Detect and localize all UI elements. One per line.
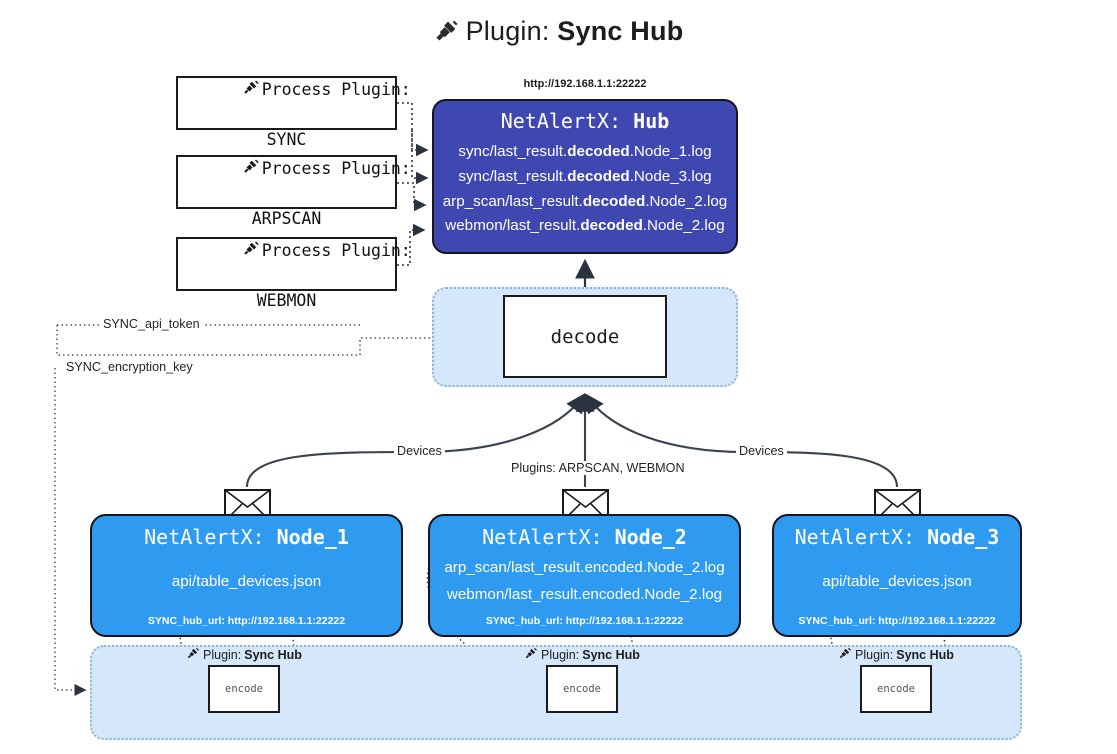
encode-box-3[interactable]: encode <box>860 665 932 713</box>
process-plugin-arpscan[interactable]: Process Plugin: ARPSCAN <box>176 155 411 228</box>
plug-icon <box>838 646 852 663</box>
plug-icon <box>162 132 259 207</box>
encoder-2-plugin-label: Plugin:Sync Hub <box>524 646 640 663</box>
process-plugin-sync-line1: Process Plugin: <box>261 80 411 100</box>
devices-right-label: Devices <box>736 444 787 458</box>
sync-api-token-label: SYNC_api_token <box>100 317 203 331</box>
title-name: Sync Hub <box>557 16 684 46</box>
process-plugin-webmon[interactable]: Process Plugin: WEBMON <box>176 237 411 310</box>
node-3-title: NetAlertX: Node_3 <box>794 525 1000 549</box>
sync-encryption-key-label: SYNC_encryption_key <box>63 360 196 374</box>
hub-card[interactable]: NetAlertX: Hub sync/last_result.decoded.… <box>432 99 738 254</box>
process-plugin-sync-line2: SYNC <box>266 130 307 150</box>
title-prefix: Plugin: <box>465 16 550 46</box>
node-card-node-2[interactable]: NetAlertX: Node_2 arp_scan/last_result.e… <box>428 514 741 637</box>
plug-icon <box>434 17 460 50</box>
devices-left-label: Devices <box>394 444 445 458</box>
node-1-line-1: api/table_devices.json <box>171 572 322 590</box>
plug-icon <box>162 214 259 289</box>
hub-title: NetAlertX: Hub <box>500 109 670 133</box>
process-plugin-arpscan-line2: ARPSCAN <box>251 209 322 229</box>
hub-log-3: arp_scan/last_result.decoded.Node_2.log <box>442 192 728 210</box>
process-plugin-sync[interactable]: Process Plugin: SYNC <box>176 76 411 149</box>
node-2-footer: SYNC_hub_url: http://192.168.1.1:22222 <box>485 615 684 627</box>
plug-icon <box>186 646 200 663</box>
node-card-node-1[interactable]: NetAlertX: Node_1 api/table_devices.json… <box>90 514 403 637</box>
encoder-3-plugin-label: Plugin:Sync Hub <box>838 646 954 663</box>
node-1-footer: SYNC_hub_url: http://192.168.1.1:22222 <box>147 615 346 627</box>
node-3-line-1: api/table_devices.json <box>822 572 972 590</box>
node-2-title: NetAlertX: Node_2 <box>482 525 687 549</box>
page-title: Plugin: Sync Hub <box>0 16 1117 50</box>
plug-icon <box>524 646 538 663</box>
process-plugin-webmon-line2: WEBMON <box>256 291 317 311</box>
node-card-node-3[interactable]: NetAlertX: Node_3 api/table_devices.json… <box>772 514 1022 637</box>
hub-log-4: webmon/last_result.decoded.Node_2.log <box>445 217 725 235</box>
node-3-footer: SYNC_hub_url: http://192.168.1.1:22222 <box>798 615 996 627</box>
hub-log-1: sync/last_result.decoded.Node_1.log <box>458 143 712 160</box>
encode-box-2[interactable]: encode <box>546 665 618 713</box>
center-plugins-label: Plugins: ARPSCAN, WEBMON <box>508 461 688 475</box>
node-2-line-2: webmon/last_result.encoded.Node_2.log <box>446 586 723 603</box>
encode-box-1[interactable]: encode <box>208 665 280 713</box>
plug-icon <box>162 53 259 128</box>
node-2-line-1: arp_scan/last_result.encoded.Node_2.log <box>444 559 725 577</box>
hub-log-2: sync/last_result.decoded.Node_3.log <box>458 167 712 185</box>
node-1-title: NetAlertX: Node_1 <box>144 525 349 549</box>
process-plugin-webmon-line1: Process Plugin: <box>261 241 411 261</box>
process-plugin-arpscan-line1: Process Plugin: <box>261 159 411 179</box>
decode-box[interactable]: decode <box>503 295 667 378</box>
encoder-1-plugin-label: Plugin:Sync Hub <box>186 646 302 663</box>
hub-url-label: http://192.168.1.1:22222 <box>523 78 647 90</box>
